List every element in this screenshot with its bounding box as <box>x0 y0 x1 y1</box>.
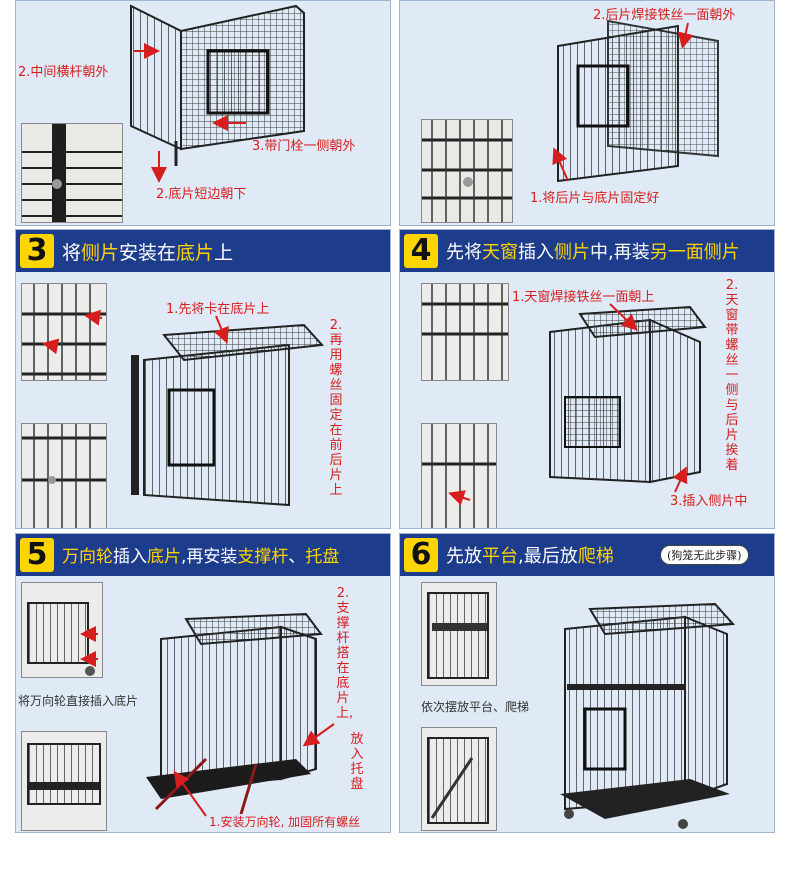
inset-detail-1 <box>21 283 107 381</box>
panel-step-4: 4 先将天窗插入侧片中,再装另一面侧片 1.天窗焊接铁丝一面朝上 2.天窗带螺丝… <box>399 229 775 529</box>
detail-photo <box>422 583 496 685</box>
step-title: 先放平台,最后放爬梯 <box>446 546 614 567</box>
label-wheel-insert: 将万向轮直接插入底片 <box>18 694 139 708</box>
detail-photo <box>22 424 106 528</box>
panel-step-3: 3 将侧片安装在底片上 1.先将卡在底片上 2.再用螺丝固定在前后片上 <box>15 229 391 529</box>
label-tray: 放入托盘 <box>350 732 364 792</box>
cage-complete-illustration <box>560 602 736 829</box>
step-title: 万向轮插入底片,再安装支撑杆、托盘 <box>62 547 340 567</box>
detail-photo <box>22 124 122 222</box>
panel-step-6: 6 先放平台,最后放爬梯 (狗笼无此步骤) 依次摆放平台、爬梯 <box>399 533 775 833</box>
label-fix: 1.将后片与底片固定好 <box>530 191 660 206</box>
detail-photo <box>22 284 106 380</box>
detail-photo <box>422 284 508 380</box>
label-insert: 3.插入侧片中 <box>670 494 748 509</box>
step-banner: 5 万向轮插入底片,再安装支撑杆、托盘 <box>16 534 390 576</box>
arrows-step-4 <box>448 303 688 506</box>
step-title: 先将天窗插入侧片中,再装另一面侧片 <box>446 242 740 263</box>
detail-photo <box>422 120 512 222</box>
label-latch: 3.带门栓一侧朝外 <box>252 139 356 154</box>
detail-photo <box>422 728 496 830</box>
label-crossbar: 2.中间横杆朝外 <box>18 65 109 80</box>
label-clip: 1.先将卡在底片上 <box>166 302 270 317</box>
inset-detail-1 <box>421 582 497 686</box>
cage-rear-illustration <box>557 19 719 183</box>
step-number-badge: 5 <box>20 538 54 572</box>
panel-top-right: 2.后片焊接铁丝一面朝外 1.将后片与底片固定好 <box>399 0 775 226</box>
inset-detail-2 <box>421 727 497 831</box>
label-skylight-side: 2.天窗带螺丝一侧与后片挨着 <box>725 278 739 473</box>
label-skylight: 1.天窗焊接铁丝一面朝上 <box>512 290 655 305</box>
step-number-badge: 4 <box>404 234 438 268</box>
detail-photo <box>422 424 496 528</box>
label-casters: 1.安装万向轮, 加固所有螺丝 <box>209 815 361 829</box>
inset-detail-2 <box>21 423 107 528</box>
step-title: 将侧片安装在底片上 <box>62 242 234 264</box>
step-banner: 6 先放平台,最后放爬梯 (狗笼无此步骤) <box>400 534 774 576</box>
panel-top-left: 2.中间横杆朝外 3.带门栓一侧朝外 2.底片短边朝下 <box>15 0 391 226</box>
inset-detail-top-right <box>421 119 513 223</box>
cage-skylight-illustration <box>549 305 707 484</box>
cage-side-illustration <box>131 323 325 507</box>
arrows-top-right <box>552 22 694 182</box>
detail-photo <box>22 732 106 830</box>
label-screw: 2.再用螺丝固定在前后片上 <box>329 318 343 498</box>
step-number-badge: 3 <box>20 234 54 268</box>
inset-detail-2 <box>21 731 107 831</box>
step-number-badge: 6 <box>404 538 438 572</box>
note-badge: (狗笼无此步骤) <box>660 545 749 565</box>
label-place: 依次摆放平台、爬梯 <box>421 700 530 714</box>
label-base: 2.底片短边朝下 <box>156 187 247 202</box>
label-support: 2.支撑杆搭在底片上, <box>336 586 354 721</box>
cage-panels-illustration <box>130 4 305 166</box>
step-banner: 4 先将天窗插入侧片中,再装另一面侧片 <box>400 230 774 272</box>
label-rear: 2.后片焊接铁丝一面朝外 <box>593 8 736 23</box>
inset-detail-top-left <box>21 123 123 223</box>
arrows-step-3 <box>42 309 229 355</box>
panel-step-5: 5 万向轮插入底片,再安装支撑杆、托盘 将万向轮直接插入底片 2.支撑杆搭在底片… <box>15 533 391 833</box>
inset-detail-1 <box>421 283 509 381</box>
cage-tray-illustration <box>146 612 323 815</box>
arrows-step-5 <box>80 626 335 817</box>
arrows-top-left <box>134 43 246 183</box>
inset-detail-2 <box>421 423 497 528</box>
step-banner: 3 将侧片安装在底片上 <box>16 230 390 272</box>
